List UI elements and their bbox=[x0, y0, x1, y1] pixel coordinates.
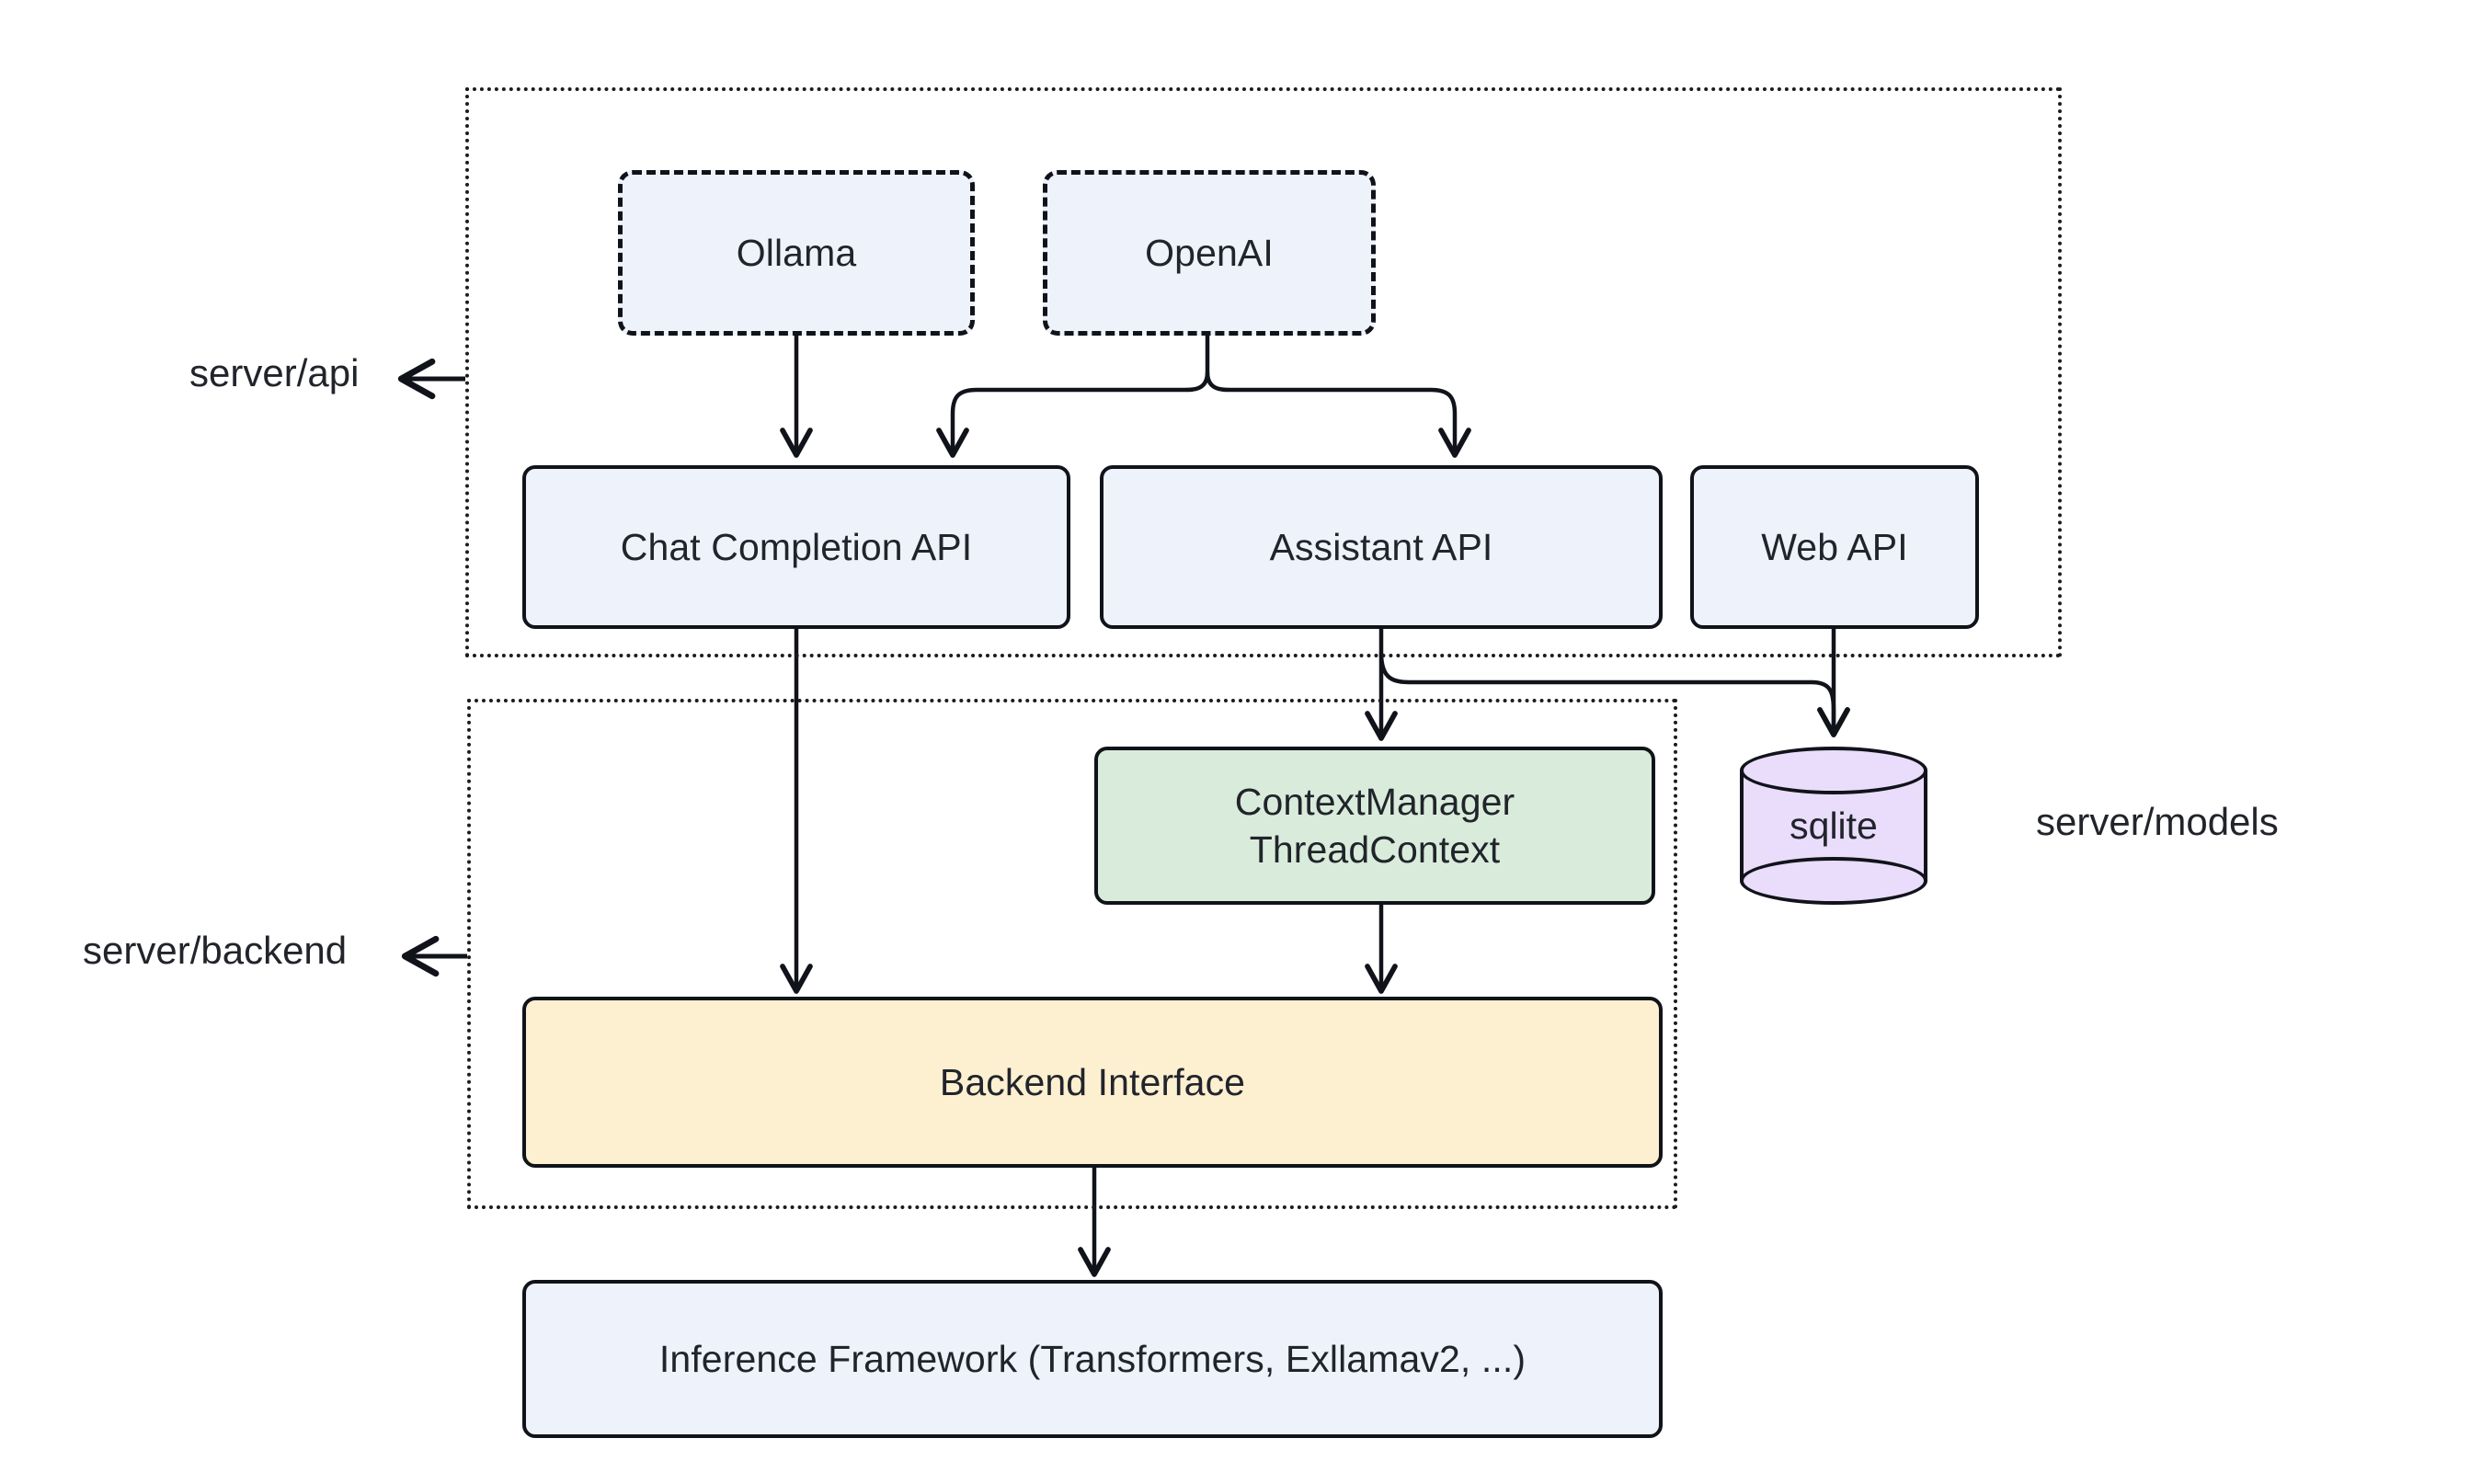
label-server-backend-text: server/backend bbox=[83, 929, 348, 972]
node-web-api[interactable]: Web API bbox=[1690, 465, 1979, 629]
node-openai-label: OpenAI bbox=[1145, 231, 1274, 274]
node-openai[interactable]: OpenAI bbox=[1043, 170, 1376, 336]
node-ollama[interactable]: Ollama bbox=[618, 170, 975, 336]
node-ollama-label: Ollama bbox=[736, 231, 857, 274]
node-assistant-api[interactable]: Assistant API bbox=[1100, 465, 1663, 629]
node-sqlite[interactable]: sqlite bbox=[1740, 747, 1927, 905]
node-sqlite-label: sqlite bbox=[1790, 804, 1878, 847]
label-server-api: server/api bbox=[189, 351, 359, 395]
label-server-models: server/models bbox=[2036, 800, 2279, 844]
group-server-api bbox=[465, 87, 2062, 657]
node-chat-completion-api[interactable]: Chat Completion API bbox=[522, 465, 1070, 629]
sqlite-cylinder-top bbox=[1740, 747, 1927, 794]
label-server-models-text: server/models bbox=[2036, 800, 2279, 843]
node-assistant-api-label: Assistant API bbox=[1269, 525, 1493, 568]
node-web-api-label: Web API bbox=[1761, 525, 1908, 568]
group-server-backend bbox=[467, 699, 1677, 1209]
node-sqlite-label-wrap: sqlite bbox=[1740, 747, 1927, 905]
node-backend-interface[interactable]: Backend Interface bbox=[522, 997, 1663, 1168]
label-server-backend: server/backend bbox=[83, 929, 347, 973]
node-chat-completion-api-label: Chat Completion API bbox=[620, 525, 973, 568]
label-server-api-text: server/api bbox=[189, 351, 360, 394]
node-inference-framework-label: Inference Framework (Transformers, Exlla… bbox=[658, 1337, 1527, 1380]
node-backend-interface-label: Backend Interface bbox=[939, 1060, 1246, 1103]
node-context-manager[interactable]: ContextManager ThreadContext bbox=[1094, 747, 1655, 905]
node-context-manager-label: ContextManager ThreadContext bbox=[1234, 780, 1515, 871]
sqlite-cylinder-bottom bbox=[1740, 857, 1927, 905]
node-inference-framework[interactable]: Inference Framework (Transformers, Exlla… bbox=[522, 1280, 1663, 1438]
